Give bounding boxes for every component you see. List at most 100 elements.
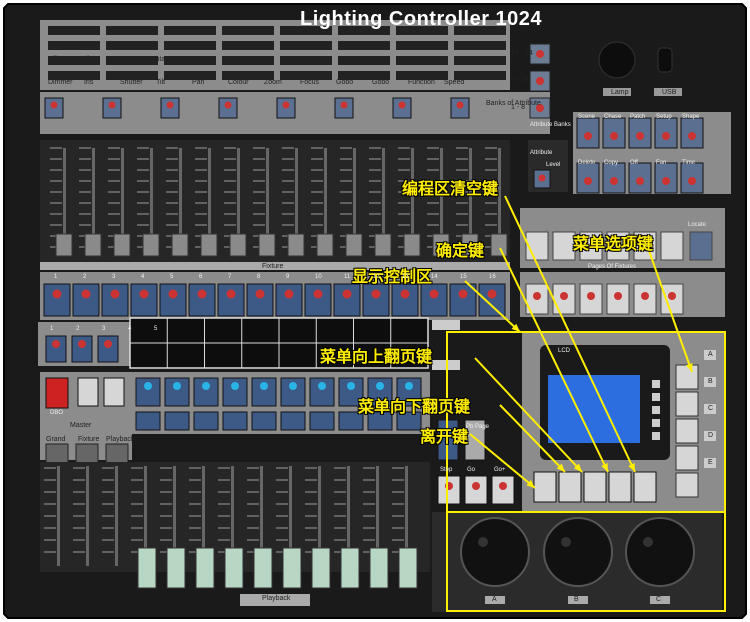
playback-fader[interactable] [398, 547, 418, 589]
playback-fader[interactable] [282, 547, 302, 589]
pb-fader-slot[interactable] [289, 466, 292, 566]
lcd-side-key[interactable] [652, 406, 660, 414]
playback-flash-button[interactable] [193, 411, 219, 431]
pb-fader-slot[interactable] [144, 466, 147, 566]
fader-slot[interactable] [237, 148, 240, 253]
menu-option-key[interactable] [675, 364, 699, 390]
fader-slot[interactable] [469, 148, 472, 253]
fixture-fader[interactable] [287, 233, 305, 257]
menu-bottom-key[interactable] [608, 471, 632, 503]
playback-flash-button[interactable] [135, 411, 161, 431]
encoder-wheel-2[interactable] [543, 517, 613, 587]
playback-fader[interactable] [195, 547, 215, 589]
keypad-led[interactable] [104, 340, 112, 348]
lcd-side-key[interactable] [652, 432, 660, 440]
fixture-fader[interactable] [171, 233, 189, 257]
fader-slot[interactable] [208, 148, 211, 253]
keypad-button[interactable] [45, 335, 67, 363]
fixture-fader[interactable] [142, 233, 160, 257]
fixture-button[interactable] [420, 283, 448, 317]
fader-slot[interactable] [63, 148, 66, 253]
playback-flash-button[interactable] [280, 411, 306, 431]
fixture-fader[interactable] [258, 233, 276, 257]
menu-bottom-key[interactable] [583, 471, 607, 503]
wheel-label-tag[interactable] [485, 596, 505, 604]
fixture-fader[interactable] [113, 233, 131, 257]
pb-fader-slot[interactable] [57, 466, 60, 566]
playback-fader[interactable] [340, 547, 360, 589]
fader-slot[interactable] [295, 148, 298, 253]
fixture-button[interactable] [333, 283, 361, 317]
menu-bottom-key[interactable] [633, 471, 657, 503]
fixture-button[interactable] [101, 283, 129, 317]
encoder-wheel[interactable] [598, 41, 636, 79]
fixture-button[interactable] [43, 283, 71, 317]
keypad-led[interactable] [78, 340, 86, 348]
pb-page-fader[interactable] [464, 419, 486, 461]
locate-button[interactable] [689, 231, 713, 261]
playback-fader[interactable] [311, 547, 331, 589]
fader-slot[interactable] [121, 148, 124, 253]
dbo-button[interactable] [45, 377, 69, 409]
playback-flash-button[interactable] [338, 411, 364, 431]
fader-slot[interactable] [382, 148, 385, 253]
fixture-button[interactable] [72, 283, 100, 317]
playback-fader[interactable] [369, 547, 389, 589]
page-button[interactable] [606, 231, 630, 261]
encoder-wheel-1[interactable] [460, 517, 530, 587]
playback-fader[interactable] [137, 547, 157, 589]
menu-option-key[interactable] [675, 418, 699, 444]
lcd-side-key[interactable] [652, 419, 660, 427]
menu-option-key[interactable] [675, 472, 699, 498]
fader-slot[interactable] [498, 148, 501, 253]
fader-slot[interactable] [179, 148, 182, 253]
wheel-label-tag[interactable] [650, 596, 670, 604]
fixture-button[interactable] [478, 283, 506, 317]
menu-bottom-key[interactable] [558, 471, 582, 503]
playback-button[interactable] [251, 377, 277, 407]
fixture-button[interactable] [217, 283, 245, 317]
playback-flash-button[interactable] [396, 411, 422, 431]
playback-fader[interactable] [253, 547, 273, 589]
pb-fader-slot[interactable] [173, 466, 176, 566]
keypad-button[interactable] [71, 335, 93, 363]
fader-slot[interactable] [324, 148, 327, 253]
fader-label-strip[interactable] [40, 262, 510, 270]
fixture-button[interactable] [275, 283, 303, 317]
fixture-fader[interactable] [316, 233, 334, 257]
pb-fader-slot[interactable] [318, 466, 321, 566]
page-button[interactable] [579, 231, 603, 261]
fixture-button[interactable] [449, 283, 477, 317]
dbo-side-button-2[interactable] [103, 377, 125, 407]
fixture-button[interactable] [246, 283, 274, 317]
dbo-side-button[interactable] [77, 377, 99, 407]
fixture-fader[interactable] [461, 233, 479, 257]
pb-fader-slot[interactable] [202, 466, 205, 566]
encoder-wheel-3[interactable] [625, 517, 695, 587]
fixture-button[interactable] [304, 283, 332, 317]
playback-flash-button[interactable] [222, 411, 248, 431]
wheel-frame[interactable] [446, 511, 726, 612]
pb-fader-slot[interactable] [115, 466, 118, 566]
playback-fader[interactable] [166, 547, 186, 589]
wheel-grip[interactable] [643, 537, 653, 547]
fixture-fader[interactable] [84, 233, 102, 257]
keypad-button[interactable] [97, 335, 119, 363]
lcd-side-key[interactable] [652, 393, 660, 401]
menu-option-key[interactable] [675, 445, 699, 471]
fixture-fader[interactable] [490, 233, 508, 257]
fixture-fader[interactable] [55, 233, 73, 257]
fixture-button[interactable] [130, 283, 158, 317]
playback-flash-button[interactable] [251, 411, 277, 431]
fixture-fader[interactable] [374, 233, 392, 257]
wheel-grip[interactable] [561, 537, 571, 547]
menu-option-key[interactable] [675, 391, 699, 417]
fixture-button[interactable] [362, 283, 390, 317]
fader-slot[interactable] [353, 148, 356, 253]
fixture-button[interactable] [391, 283, 419, 317]
fader-slot[interactable] [411, 148, 414, 253]
fixture-fader[interactable] [229, 233, 247, 257]
wheel-grip[interactable] [478, 537, 488, 547]
fixture-fader[interactable] [345, 233, 363, 257]
fader-slot[interactable] [440, 148, 443, 253]
